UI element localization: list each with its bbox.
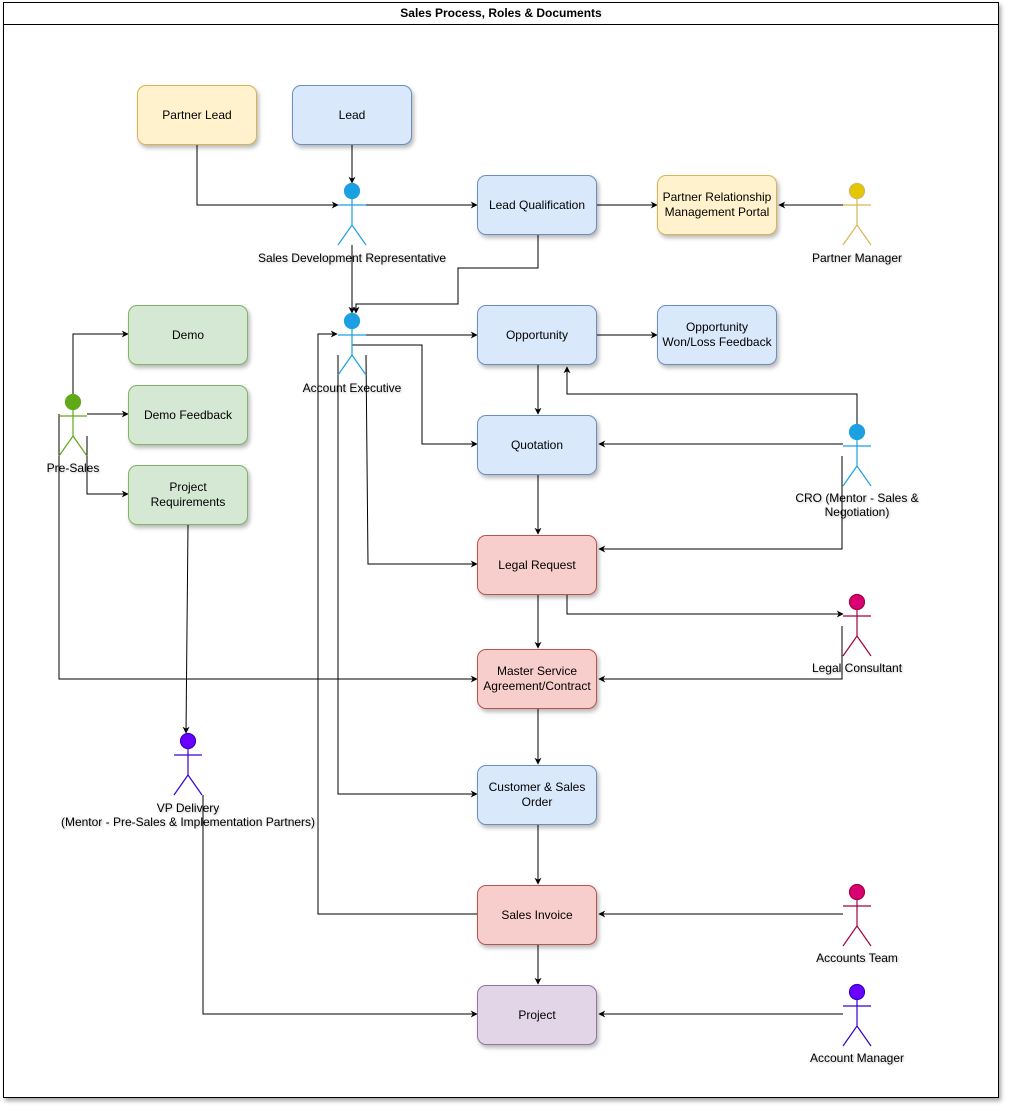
actor-label-account-manager: Account Manager bbox=[809, 1051, 905, 1065]
connector-cro-to-legal-request bbox=[598, 456, 843, 553]
actor-label-pre-sales: Pre-Sales bbox=[46, 461, 100, 475]
actor-label-legal-consultant: Legal Consultant bbox=[811, 661, 903, 675]
box-master-service-agreement[interactable]: Master Service Agreement/Contract bbox=[477, 649, 597, 709]
box-project[interactable]: Project bbox=[477, 985, 597, 1045]
connector-ae-to-legal-request bbox=[365, 354, 478, 568]
diagram-title: Sales Process, Roles & Documents bbox=[4, 3, 998, 25]
connector-legal-request-to-consultant bbox=[566, 595, 844, 618]
actor-figure-partner-manager bbox=[842, 182, 872, 246]
box-project-requirements[interactable]: Project Requirements bbox=[128, 465, 248, 525]
connector-partner-lead-to-sdr bbox=[196, 145, 339, 209]
connector-ae-to-quotation bbox=[352, 344, 478, 448]
actor-figure-sdr bbox=[337, 182, 367, 246]
box-partner-relationship-management-portal[interactable]: Partner Relationship Management Portal bbox=[657, 175, 777, 235]
actor-label-sdr: Sales Development Representative bbox=[257, 251, 447, 265]
box-demo[interactable]: Demo bbox=[128, 305, 248, 365]
actor-figure-pre-sales bbox=[58, 393, 88, 457]
connector-ae-to-sales-order bbox=[337, 355, 478, 798]
box-lead[interactable]: Lead bbox=[292, 85, 412, 145]
box-lead-qualification[interactable]: Lead Qualification bbox=[477, 175, 597, 235]
box-sales-invoice[interactable]: Sales Invoice bbox=[477, 885, 597, 945]
actor-label-cro: CRO (Mentor - Sales & Negotiation) bbox=[795, 491, 919, 519]
connector-cro-to-opportunity bbox=[563, 366, 858, 424]
actor-figure-account-manager bbox=[842, 983, 872, 1047]
connector-presales-to-msa bbox=[58, 414, 478, 683]
connector-consultant-to-msa bbox=[598, 626, 843, 683]
connector-invoice-to-ae bbox=[317, 330, 477, 915]
actor-figure-cro bbox=[842, 423, 872, 487]
actor-figure-legal-consultant bbox=[842, 593, 872, 657]
actor-figure-account-executive bbox=[337, 312, 367, 376]
connector-presales-to-demo bbox=[72, 330, 129, 394]
box-opportunity-won-loss-feedback[interactable]: Opportunity Won/Loss Feedback bbox=[657, 305, 777, 365]
box-customer-sales-order[interactable]: Customer & Sales Order bbox=[477, 765, 597, 825]
box-partner-lead[interactable]: Partner Lead bbox=[137, 85, 257, 145]
connector-requirements-to-vp-delivery bbox=[182, 524, 190, 734]
box-opportunity[interactable]: Opportunity bbox=[477, 305, 597, 365]
actor-label-partner-manager: Partner Manager bbox=[811, 251, 903, 265]
connector-vp-delivery-to-project bbox=[202, 795, 478, 1018]
actor-figure-accounts-team bbox=[842, 883, 872, 947]
actor-label-account-executive: Account Executive bbox=[302, 381, 402, 395]
box-demo-feedback[interactable]: Demo Feedback bbox=[128, 385, 248, 445]
connector-lead-qualification-to-ae bbox=[352, 235, 539, 314]
actor-figure-vp-delivery bbox=[173, 732, 203, 796]
actor-label-vp-delivery: VP Delivery (Mentor - Pre-Sales & Implem… bbox=[60, 801, 316, 829]
actor-label-accounts-team: Accounts Team bbox=[816, 951, 898, 965]
box-quotation[interactable]: Quotation bbox=[477, 415, 597, 475]
box-legal-request[interactable]: Legal Request bbox=[477, 535, 597, 595]
